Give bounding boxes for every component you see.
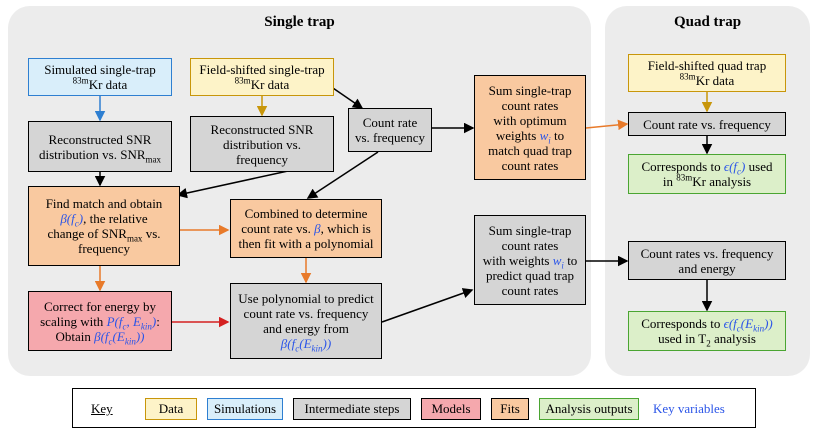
legend-intermediate: Intermediate steps (293, 398, 411, 420)
find-match-box: Find match and obtain β(fc), the relativ… (28, 186, 180, 266)
corresponds-t2-analysis-box: Corresponds to ϵ(fc(Ekin)) used in T2 an… (628, 311, 786, 351)
single-trap-title: Single trap (264, 14, 335, 30)
simulated-single-trap-box: Simulated single-trap 83mKr data (28, 58, 172, 96)
quad-count-rate-box: Count rate vs. frequency (628, 112, 786, 136)
sum-optimum-weights-box: Sum single-trap count rates with optimum… (474, 75, 586, 180)
reconstructed-snr-vs-frequency-box: Reconstructed SNR distribution vs. frequ… (190, 116, 334, 172)
reconstructed-snr-vs-snrmax-box: Reconstructed SNR distribution vs. SNRma… (28, 121, 172, 172)
correct-energy-box: Correct for energy by scaling with P(fc,… (28, 291, 172, 351)
combined-determine-box: Combined to determine count rate vs. β, … (230, 199, 382, 258)
field-shifted-single-trap-box: Field-shifted single-trap 83mKr data (190, 58, 334, 96)
key-label: Key (91, 401, 113, 416)
arrow-reconfreq-to-findmatch (176, 170, 289, 199)
legend-analysis-outputs: Analysis outputs (539, 398, 639, 420)
count-rate-vs-frequency-box: Count rate vs. frequency (348, 108, 432, 152)
field-shifted-quad-trap-box: Field-shifted quad trap 83mKr data (628, 54, 786, 92)
legend-key: Key Data Simulations Intermediate steps … (72, 388, 756, 428)
arrow-fs-to-countrate (329, 85, 364, 109)
legend-key-variables: Key variables (653, 401, 725, 416)
corresponds-kr-analysis-box: Corresponds to ϵ(fc) used in 83mKr analy… (628, 154, 786, 194)
quad-count-rates-energy-box: Count rates vs. frequency and energy (628, 241, 786, 280)
use-polynomial-box: Use polynomial to predict count rate vs.… (230, 283, 382, 359)
arrow-sumopt-to-quadcr (585, 119, 629, 131)
legend-models: Models (421, 398, 481, 420)
arrow-countrate-to-combined (306, 151, 379, 199)
legend-fits: Fits (491, 398, 529, 420)
sum-weights-predict-box: Sum single-trap count rates with weights… (474, 215, 586, 305)
arrow-usepoly-to-sumw (381, 288, 474, 323)
legend-data: Data (145, 398, 197, 420)
legend-simulations: Simulations (207, 398, 283, 420)
quad-trap-title: Quad trap (673, 14, 742, 30)
